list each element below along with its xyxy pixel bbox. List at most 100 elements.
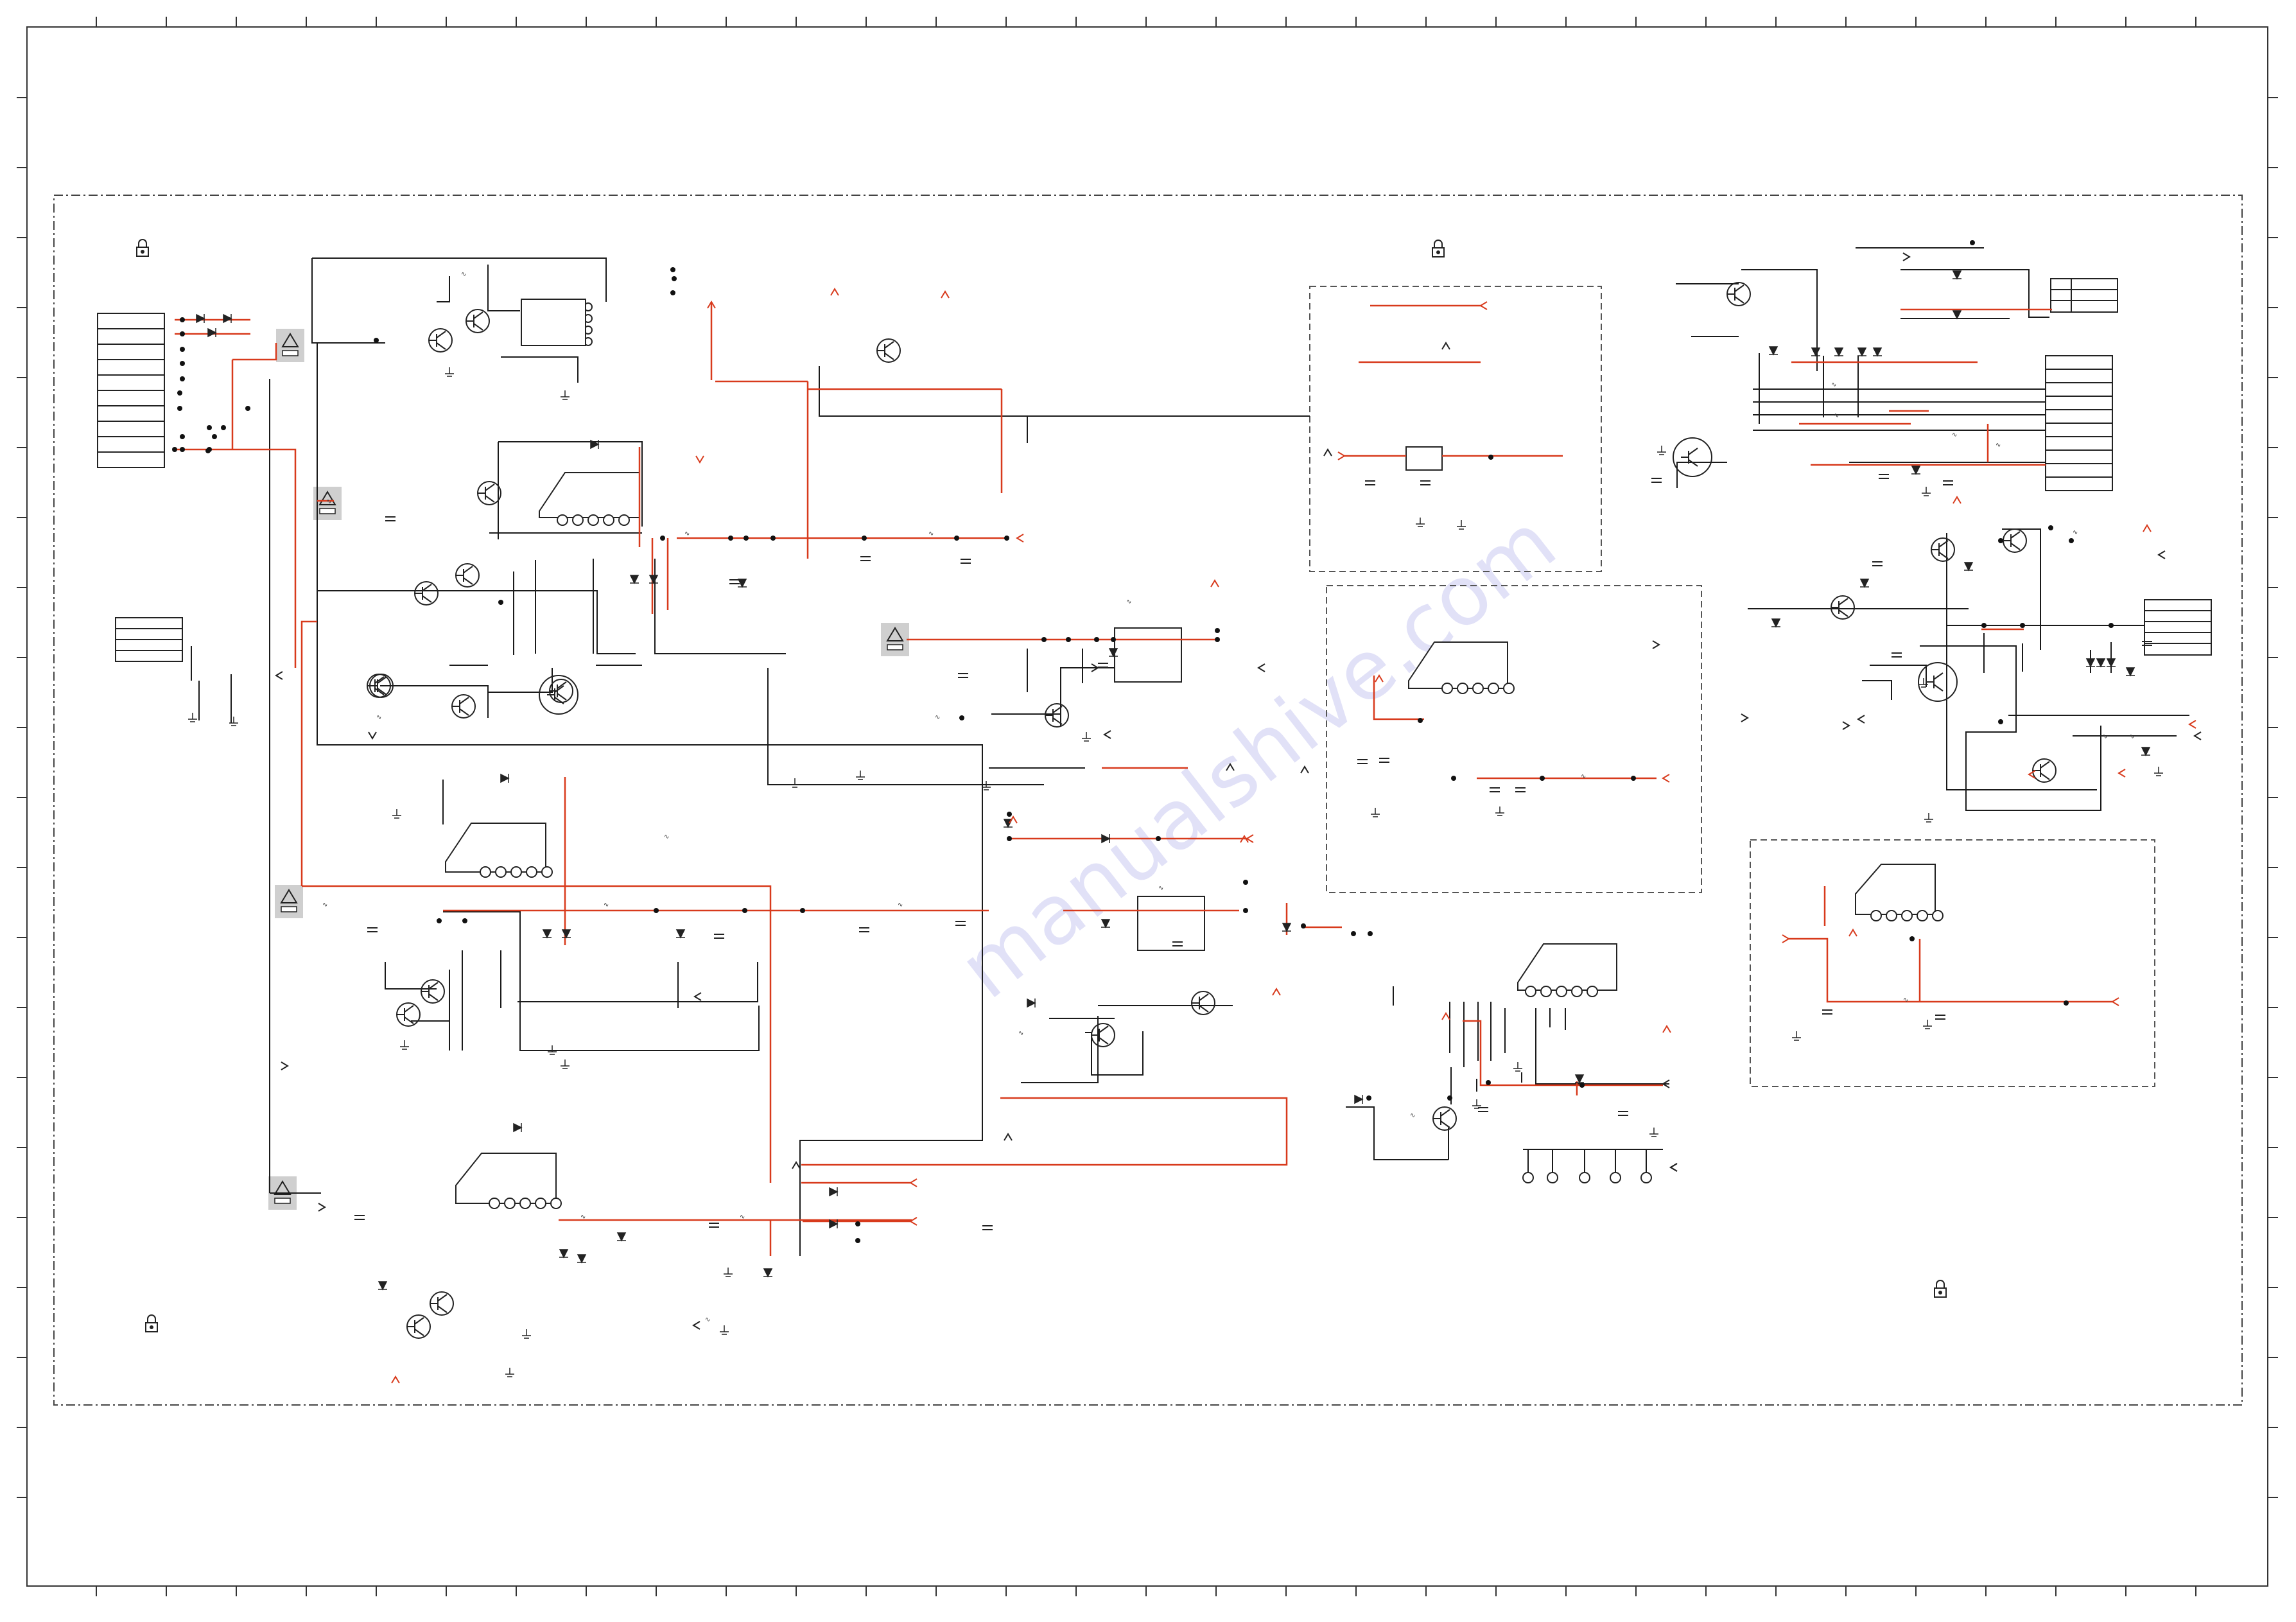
diode-icon <box>1952 270 1962 280</box>
junction-dot <box>180 347 185 352</box>
connector-block-left-top <box>97 313 165 468</box>
transistor-icon <box>421 979 445 1004</box>
diode-icon <box>1872 347 1883 357</box>
diode-icon <box>513 1122 523 1133</box>
resistor-label: ∿ <box>580 1214 586 1221</box>
ic-pin <box>557 514 568 526</box>
diode-icon <box>2125 667 2135 677</box>
ic-pin <box>1503 683 1515 694</box>
lock-icon <box>136 239 149 257</box>
ground-icon <box>522 1329 531 1339</box>
signal-arrow-icon <box>318 1203 326 1212</box>
signal-arrow-icon <box>391 1375 400 1384</box>
signal-arrow-icon <box>941 290 950 299</box>
connectors <box>97 278 2212 662</box>
sub-block-right <box>1750 839 2155 1087</box>
transistor-icon <box>1045 703 1069 728</box>
ground-icon <box>229 717 238 726</box>
junction-dot <box>959 715 964 720</box>
ic-pin <box>1556 986 1567 997</box>
transistor-icon <box>2003 528 2027 553</box>
resistor-label: ∿ <box>1834 412 1839 419</box>
capacitor-icon <box>1478 1107 1488 1112</box>
signal-arrow-icon <box>1323 448 1332 457</box>
warning-triangle-icon <box>275 885 303 918</box>
junction-dot <box>1486 1080 1491 1085</box>
signal-arrow-icon <box>1257 663 1265 672</box>
capacitor-icon <box>1420 480 1431 485</box>
resistor-label: ∿ <box>928 530 934 537</box>
lock-icon <box>1934 1280 1947 1298</box>
ic-pin <box>504 1198 516 1209</box>
resistor-label: ∿ <box>898 902 903 909</box>
junction-dot <box>654 908 659 913</box>
drawing-frame <box>26 26 2268 1587</box>
connector-block-right-mid <box>2144 599 2212 656</box>
signal-arrow-icon <box>707 301 716 309</box>
signal-arrow-icon <box>1662 774 1670 783</box>
signal-arrow-icon <box>693 992 702 1001</box>
signal-arrow-icon <box>1246 834 1254 843</box>
ic-pin <box>489 1198 500 1209</box>
transistor-icon <box>465 309 490 333</box>
capacitor-icon <box>958 673 968 678</box>
diode-icon <box>2085 658 2096 668</box>
junction-dot <box>2064 1000 2069 1006</box>
ic-pin <box>587 514 599 526</box>
signal-arrow-icon <box>1669 1163 1678 1172</box>
transistor-icon <box>477 481 501 505</box>
diode-icon <box>1574 1074 1585 1084</box>
junction-dot <box>2048 525 2053 530</box>
capacitor-icon <box>1172 941 1183 946</box>
ground-icon <box>1416 518 1425 527</box>
junction-dot <box>212 434 217 439</box>
diode-icon <box>2141 747 2151 756</box>
signal-arrow-icon <box>1004 1133 1013 1141</box>
sub-block-top-middle <box>1309 286 1602 572</box>
ground-icon <box>1495 807 1504 816</box>
junction-dot <box>180 331 185 336</box>
resistor-label: ∿ <box>326 498 331 505</box>
signal-arrow-icon <box>1741 713 1749 722</box>
transistor-icon <box>367 674 391 698</box>
junction-dot <box>1094 637 1099 642</box>
ground-icon <box>1923 1020 1932 1029</box>
signal-arrow-icon <box>1226 763 1235 771</box>
capacitor-icon <box>1943 480 1953 485</box>
sub-block-outlines <box>1309 286 2155 1087</box>
diode-icon <box>737 579 747 588</box>
ground-icon <box>982 781 991 790</box>
diode-icon <box>223 313 232 324</box>
diode-icon <box>196 313 205 324</box>
ground-icon <box>505 1368 514 1377</box>
lock-icons <box>136 239 1947 1332</box>
transistors <box>367 282 2057 1339</box>
junction-dot <box>180 434 185 439</box>
signal-arrows <box>275 252 2202 1330</box>
junction-dot <box>177 390 182 396</box>
ic-pin <box>535 1198 546 1209</box>
transistor-icon <box>1918 662 1958 702</box>
diode-icon <box>763 1268 773 1278</box>
junction-dot <box>1368 931 1373 936</box>
connector-block-right-small <box>2050 278 2118 313</box>
diode-icon <box>207 327 217 338</box>
transistor-icon <box>1931 537 1955 562</box>
signal-arrow-icon <box>281 1061 289 1070</box>
junction-dot <box>672 276 677 281</box>
ic-pin <box>510 866 522 878</box>
signal-arrow-icon <box>1652 640 1660 649</box>
transistor-icon <box>428 328 453 353</box>
safety-markers <box>268 329 909 1210</box>
ic-pin <box>1571 986 1583 997</box>
ic-package-icon <box>539 472 640 518</box>
signal-arrow-icon <box>792 1161 801 1169</box>
transistor-icon <box>1831 595 1855 620</box>
opto-block-mid <box>1114 627 1182 683</box>
transistor-icon <box>539 675 578 715</box>
resistor-label: ∿ <box>2129 733 2134 740</box>
resistor-label: ∿ <box>1581 773 1586 780</box>
transistor-icon <box>414 581 439 606</box>
junction-dot <box>1111 637 1116 642</box>
ground-symbols <box>188 367 2163 1377</box>
